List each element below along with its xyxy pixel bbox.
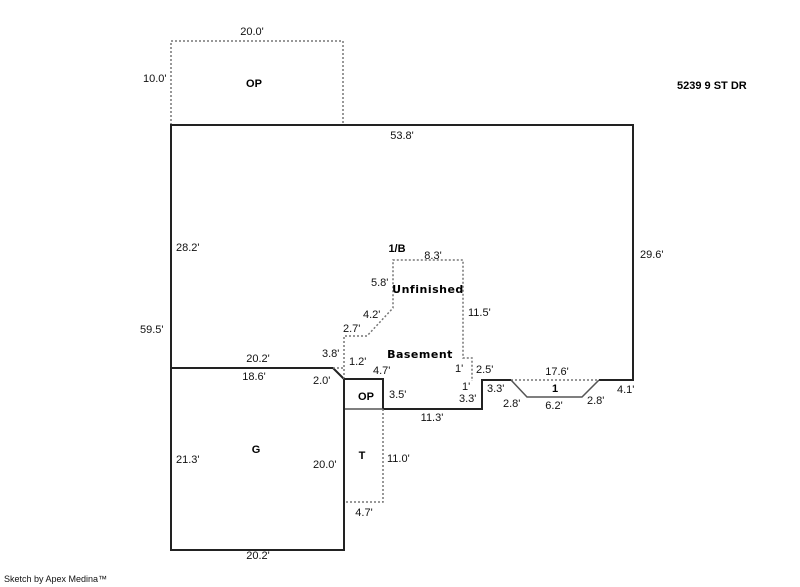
open-porch-top-label: OP (246, 78, 262, 90)
basement-dim-top: 8.3' (424, 250, 441, 262)
open-porch-small-depth: 3.5' (389, 389, 406, 401)
bottom-run-length: 11.3' (421, 412, 444, 424)
main-house-right-dim: 29.6' (640, 249, 664, 261)
bay-top-dim: 17.6' (545, 366, 569, 378)
garage-corner-dim: 2.0' (313, 375, 330, 387)
garage: G 20.2' 18.6' 2.0' 21.3' 20.0' 20.2' (170, 353, 345, 562)
garage-top-outer-dim: 20.2' (246, 353, 270, 365)
garage-left-dim: 21.3' (176, 454, 200, 466)
basement-label-top: 1/B (388, 243, 405, 255)
bay-left-diag-dim: 2.8' (503, 398, 520, 410)
main-house-left-upper-dim: 28.2' (176, 242, 200, 254)
open-porch-top-width: 20.0' (240, 26, 264, 38)
garage-outline (170, 368, 345, 551)
open-porch-top: 20.0' 10.0' OP (143, 26, 344, 125)
bay-label: 1 (552, 383, 558, 395)
terrace-depth-dim: 11.0' (387, 453, 410, 465)
main-house-outline (170, 124, 634, 381)
open-porch-small-outline (344, 378, 384, 409)
basement-label-bottom: Basement (387, 348, 453, 361)
bay-right-diag-dim: 2.8' (587, 395, 604, 407)
basement: 1/B Unfinished Basement 8.3' 5.8' 4.2' 2… (322, 243, 493, 393)
garage-label: G (252, 444, 261, 456)
sketch-credit: Sketch by Apex Medina™ (4, 574, 108, 584)
basement-dim-notch-top: 1' (455, 363, 463, 375)
terrace-outline (344, 409, 384, 503)
bay-right-dim: 4.1' (617, 384, 634, 396)
basement-dim-diagonal: 4.2' (363, 309, 380, 321)
garage-top-inner-dim: 18.6' (242, 371, 266, 383)
open-porch-small-label: OP (358, 391, 374, 403)
bay-bottom-dim: 6.2' (545, 400, 562, 412)
garage-right-dim: 20.0' (313, 459, 337, 471)
bottom-run-outline (383, 379, 511, 410)
main-house-top-dim: 53.8' (390, 130, 414, 142)
property-address: 5239 9 ST DR (677, 80, 747, 92)
basement-dim-right: 11.5' (468, 307, 491, 319)
basement-dim-left: 3.8' (322, 348, 339, 360)
basement-dim-notch-bottom: 1' (462, 381, 470, 393)
terrace: T 11.0' 4.7' (344, 409, 410, 519)
main-house: 53.8' 29.6' 28.2' 59.5' (140, 124, 664, 381)
open-porch-small: OP 4.7' 3.5' (344, 365, 406, 410)
garage-bottom-dim: 20.2' (246, 550, 270, 562)
open-porch-top-outline (170, 40, 344, 125)
basement-dim-step: 2.7' (343, 323, 360, 335)
bottom-run: 11.3' 3.3' (383, 379, 511, 424)
bay-outline (510, 379, 600, 398)
bay-left-step-dim: 3.3' (487, 383, 504, 395)
basement-outline (343, 259, 473, 381)
main-house-left-total-dim: 59.5' (140, 324, 164, 336)
bottom-run-step: 3.3' (459, 393, 476, 405)
bay-area: 1 17.6' 3.3' 2.8' 6.2' 2.8' 4.1' (487, 366, 634, 412)
terrace-width-dim: 4.7' (355, 507, 372, 519)
open-porch-small-width: 4.7' (373, 365, 390, 377)
basement-dim-left-lower: 1.2' (349, 356, 366, 368)
basement-dim-notch-width: 2.5' (476, 364, 493, 376)
basement-label-mid: Unfinished (392, 283, 464, 296)
basement-dim-upper-left: 5.8' (371, 277, 388, 289)
terrace-label: T (359, 450, 366, 462)
open-porch-top-depth: 10.0' (143, 73, 167, 85)
